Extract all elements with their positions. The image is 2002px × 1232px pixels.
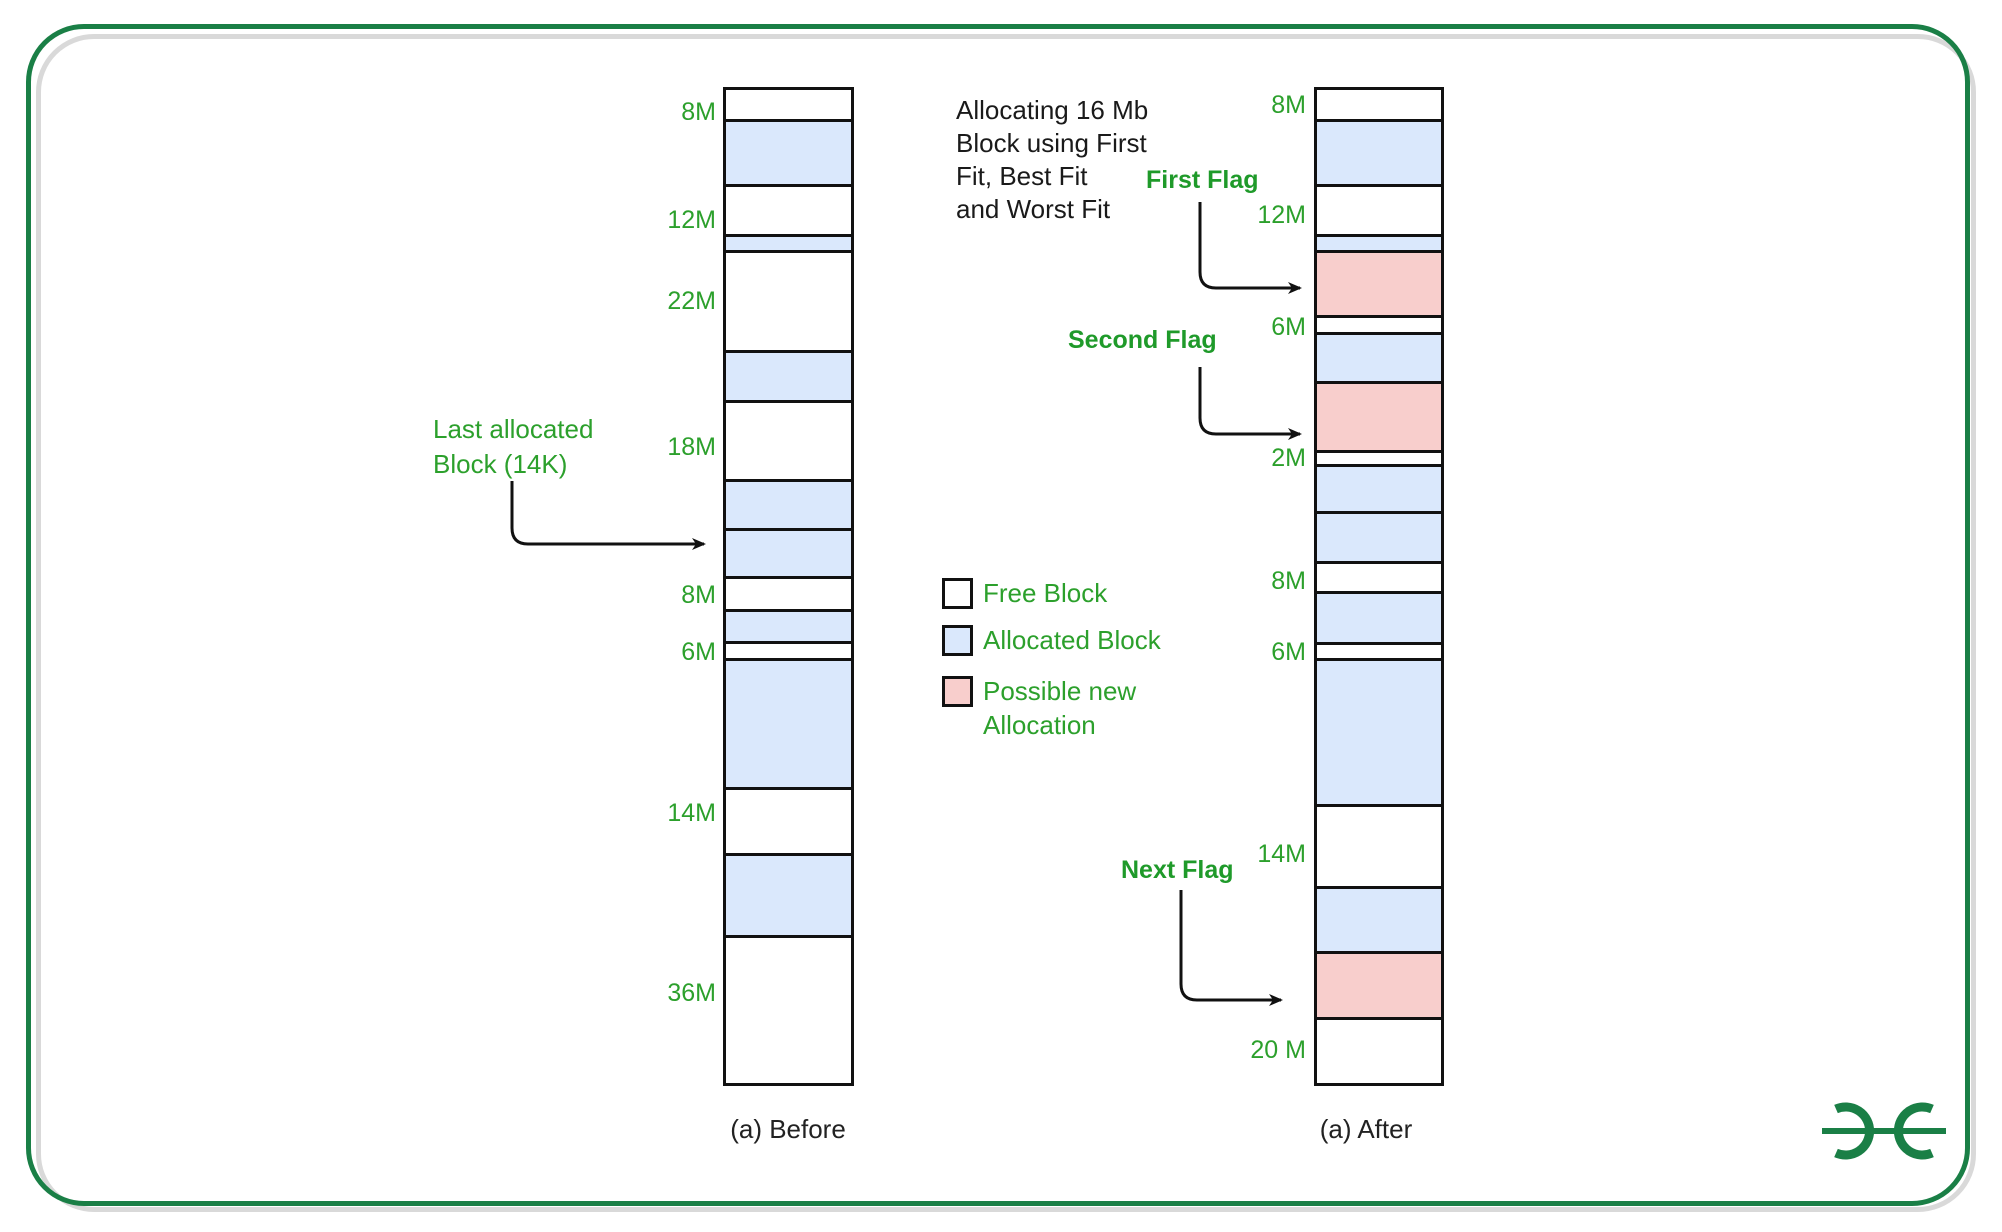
block-size-label: 8M: [1271, 567, 1306, 595]
block-size-label: 12M: [667, 206, 716, 234]
title-line: Block using First: [956, 128, 1147, 158]
note-line: Last allocated: [433, 414, 594, 444]
block-size-label: 14M: [667, 799, 716, 827]
next-flag-arrow: [1179, 890, 1283, 1006]
memory-block-free: [723, 935, 854, 1086]
legend-swatch-allocated: [942, 625, 973, 656]
legend-label: Allocated Block: [983, 625, 1161, 655]
block-size-label: 2M: [1271, 444, 1306, 472]
memory-block-free: [723, 87, 854, 122]
diagram-title: Allocating 16 Mb Block using First Fit, …: [956, 94, 1148, 226]
memory-block-free: [723, 184, 854, 237]
memory-block-free: [1314, 184, 1444, 237]
legend-allocated: Allocated Block: [942, 623, 1161, 657]
block-size-label: 6M: [681, 638, 716, 666]
memory-block-free: [723, 250, 854, 353]
memory-block-free: [1314, 1017, 1444, 1086]
legend-label: Allocation: [983, 710, 1096, 740]
note-line: Block (14K): [433, 449, 568, 479]
caption-before: (a) Before: [730, 1114, 846, 1144]
second-flag-label: Second Flag: [1068, 326, 1217, 354]
block-size-label: 22M: [667, 287, 716, 315]
next-flag-label: Next Flag: [1121, 856, 1234, 884]
gfg-logo-icon: [1822, 1102, 1946, 1160]
block-size-label: 8M: [681, 98, 716, 126]
caption-after: (a) After: [1319, 1114, 1413, 1144]
first-flag-arrow: [1198, 202, 1302, 294]
title-line: Allocating 16 Mb: [956, 95, 1149, 125]
block-size-label: 6M: [1271, 313, 1306, 341]
memory-column-before: [723, 87, 854, 1086]
block-size-label: 12M: [1257, 201, 1306, 229]
memory-block-allocated: [1314, 119, 1444, 187]
memory-block-free: [1314, 804, 1444, 889]
legend-free: Free Block: [942, 576, 1107, 610]
memory-block-allocated: [1314, 658, 1444, 807]
memory-block-allocated: [723, 853, 854, 938]
title-line: and Worst Fit: [956, 194, 1111, 224]
block-size-label: 6M: [1271, 638, 1306, 666]
memory-block-allocated: [1314, 332, 1444, 384]
last-allocated-arrow: [510, 481, 706, 550]
legend-swatch-possible: [942, 676, 973, 707]
legend-label: Free Block: [983, 578, 1108, 608]
memory-block-allocated: [723, 658, 854, 790]
last-allocated-note: Last allocated Block (14K): [433, 412, 593, 482]
memory-block-possible: [1314, 381, 1444, 453]
block-size-label: 20 M: [1250, 1036, 1306, 1064]
block-size-label: 36M: [667, 979, 716, 1007]
legend-swatch-free: [942, 578, 973, 609]
title-line: Fit, Best Fit: [956, 161, 1088, 191]
frame-border: [26, 24, 1970, 1206]
first-flag-label: First Flag: [1146, 166, 1259, 194]
legend-possible: Possible new Allocation: [942, 674, 1136, 742]
block-size-label: 8M: [681, 581, 716, 609]
memory-column-after: [1314, 87, 1444, 1086]
block-size-label: 8M: [1271, 91, 1306, 119]
block-size-label: 14M: [1257, 840, 1306, 868]
second-flag-arrow: [1198, 367, 1302, 440]
frame-shadow: [36, 34, 1976, 1212]
legend-label: Possible new: [983, 676, 1137, 706]
block-size-label: 18M: [667, 433, 716, 461]
